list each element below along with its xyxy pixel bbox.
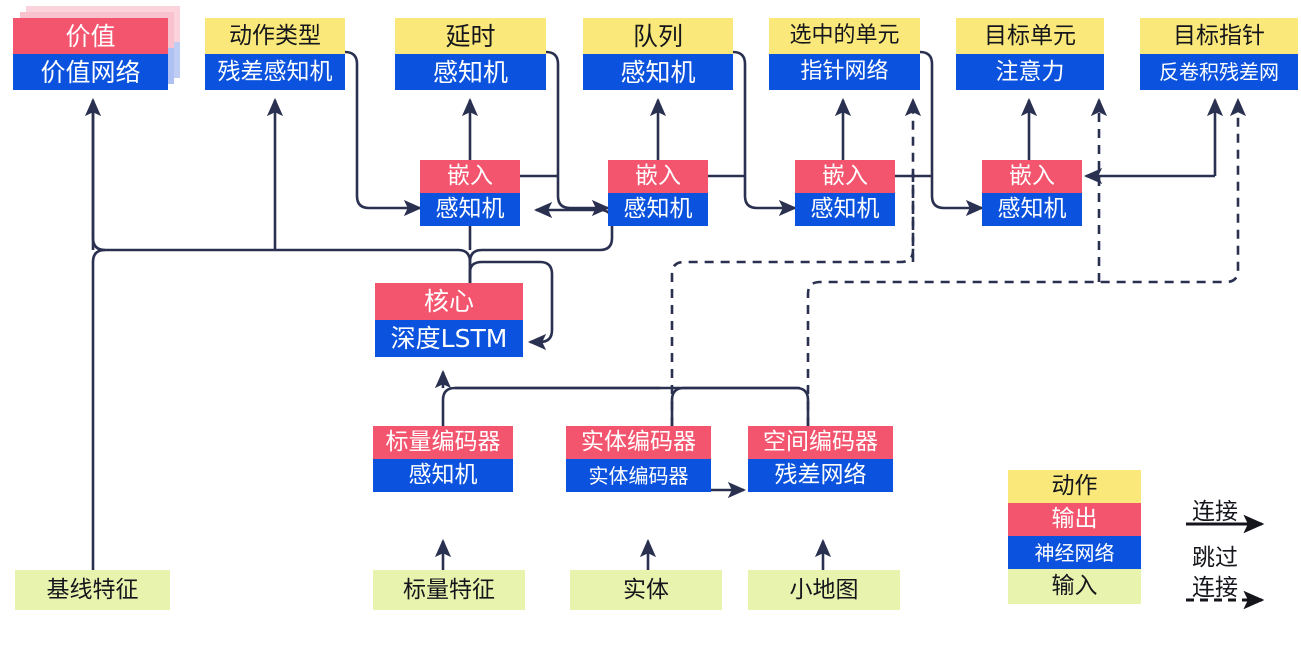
node-selected-unit-head: 选中的单元 xyxy=(769,18,920,54)
legend-swatch-input: 输入 xyxy=(1008,569,1141,604)
skip-spatial-to-target-point xyxy=(806,97,1247,426)
node-scalar-features[interactable]: 标量特征 xyxy=(373,570,525,610)
node-scalar-encoder[interactable]: 标量编码器 感知机 xyxy=(373,426,513,492)
legend-skip-label-2: 连接 xyxy=(1192,575,1238,601)
node-baseline-features[interactable]: 基线特征 xyxy=(15,570,170,610)
node-scalar-encoder-head: 标量编码器 xyxy=(373,426,513,459)
wire-queue-to-embed3 xyxy=(732,50,798,217)
node-target-unit[interactable]: 目标单元 注意力 xyxy=(956,18,1104,90)
node-embed-1-head: 嵌入 xyxy=(420,160,520,193)
skip-entity-to-selected xyxy=(670,97,922,426)
node-embed-2[interactable]: 嵌入 感知机 xyxy=(608,160,708,226)
wire-core-to-embed1 xyxy=(533,201,614,252)
legend-swatch-action: 动作 xyxy=(1008,470,1141,503)
node-action-type-net: 残差感知机 xyxy=(205,54,345,90)
legend-skip-label-1: 跳过 xyxy=(1192,545,1238,571)
node-delay[interactable]: 延时 感知机 xyxy=(395,18,546,90)
node-embed-4-net: 感知机 xyxy=(982,193,1082,226)
wire-selected-to-embed4 xyxy=(919,50,985,217)
node-selected-unit[interactable]: 选中的单元 指针网络 xyxy=(769,18,920,90)
node-embed-4-head: 嵌入 xyxy=(982,160,1082,193)
node-spatial-encoder[interactable]: 空间编码器 残差网络 xyxy=(748,426,893,492)
wire-core-bus-right xyxy=(468,248,600,283)
legend-swatch-output: 输出 xyxy=(1008,503,1141,536)
node-embed-3-head: 嵌入 xyxy=(795,160,895,193)
node-embed-2-head: 嵌入 xyxy=(608,160,708,193)
node-action-type[interactable]: 动作类型 残差感知机 xyxy=(205,18,345,90)
node-queue[interactable]: 队列 感知机 xyxy=(583,18,733,90)
node-target-point[interactable]: 目标指针 反卷积残差网 xyxy=(1140,18,1298,90)
node-target-point-head: 目标指针 xyxy=(1140,18,1298,54)
node-queue-head: 队列 xyxy=(583,18,733,54)
wire-scalar-bus xyxy=(441,386,660,426)
node-embed-4[interactable]: 嵌入 感知机 xyxy=(982,160,1082,226)
wire-core-bus-left xyxy=(105,248,472,283)
node-entity-encoder-head: 实体编码器 xyxy=(566,426,711,459)
node-selected-unit-net: 指针网络 xyxy=(769,54,920,90)
legend-connection-label: 连接 xyxy=(1192,499,1238,525)
node-embed-2-net: 感知机 xyxy=(608,193,708,226)
wire-core-recurrent xyxy=(468,260,554,351)
node-action-type-head: 动作类型 xyxy=(205,18,345,54)
node-scalar-encoder-net: 感知机 xyxy=(373,459,513,492)
wire-action-to-embed1-left xyxy=(344,50,423,217)
node-core-net: 深度LSTM xyxy=(375,320,523,357)
node-spatial-encoder-net: 残差网络 xyxy=(748,459,893,492)
node-value-net: 价值网络 xyxy=(13,54,168,90)
legend-swatches: 动作 输出 神经网络 输入 xyxy=(1008,470,1141,604)
node-embed-3-net: 感知机 xyxy=(795,193,895,226)
node-embed-1-net: 感知机 xyxy=(420,193,520,226)
node-delay-head: 延时 xyxy=(395,18,546,54)
node-queue-net: 感知机 xyxy=(583,54,733,90)
node-target-unit-head: 目标单元 xyxy=(956,18,1104,54)
wire-delay-to-embed2 xyxy=(545,50,611,217)
node-entities[interactable]: 实体 xyxy=(570,570,722,610)
node-embed-3[interactable]: 嵌入 感知机 xyxy=(795,160,895,226)
node-spatial-encoder-head: 空间编码器 xyxy=(748,426,893,459)
wire-entity-bus xyxy=(670,386,800,426)
node-core-head: 核心 xyxy=(375,283,523,320)
node-minimap[interactable]: 小地图 xyxy=(748,570,900,610)
node-value-head: 价值 xyxy=(13,18,168,54)
node-target-point-net: 反卷积残差网 xyxy=(1140,54,1298,90)
legend-swatch-network: 神经网络 xyxy=(1008,536,1141,569)
node-core[interactable]: 核心 深度LSTM xyxy=(375,283,523,357)
wire-core-value-corner xyxy=(91,112,106,252)
node-delay-net: 感知机 xyxy=(395,54,546,90)
node-embed-1[interactable]: 嵌入 感知机 xyxy=(420,160,520,226)
node-target-unit-net: 注意力 xyxy=(956,54,1104,90)
wire-spatial-bus xyxy=(455,386,810,426)
node-entity-encoder-net: 实体编码器 xyxy=(566,459,711,492)
node-value[interactable]: 价值 价值网络 xyxy=(13,18,168,90)
node-entity-encoder[interactable]: 实体编码器 实体编码器 xyxy=(566,426,711,492)
wire-baseline-up xyxy=(91,248,106,570)
